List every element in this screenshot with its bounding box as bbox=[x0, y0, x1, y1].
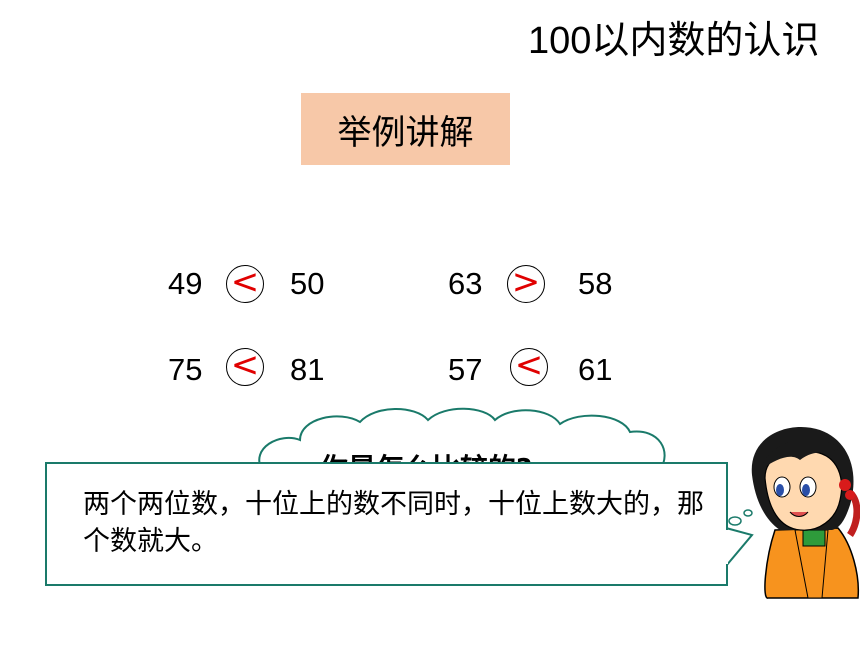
comparison-4-left: 57 bbox=[448, 352, 483, 387]
comparison-1-right: 50 bbox=[290, 266, 325, 301]
comparison-2-left: 63 bbox=[448, 266, 483, 301]
answer-text: 两个两位数，十位上的数不同时，十位上数大的，那个数就大。 bbox=[83, 489, 704, 557]
comparison-4-symbol: < bbox=[510, 348, 548, 386]
comparison-1-left: 49 bbox=[168, 266, 203, 301]
answer-box: 两个两位数，十位上的数不同时，十位上数大的，那个数就大。 bbox=[45, 462, 728, 586]
comparison-2-right: 58 bbox=[578, 266, 613, 301]
comparison-3-left: 75 bbox=[168, 352, 203, 387]
section-badge: 举例讲解 bbox=[301, 93, 510, 165]
comparison-3-right: 81 bbox=[290, 352, 325, 387]
section-badge-label: 举例讲解 bbox=[337, 112, 474, 153]
comparison-2-symbol: > bbox=[507, 265, 545, 303]
comparison-1-symbol: < bbox=[226, 265, 264, 303]
comparison-3-symbol: < bbox=[226, 348, 264, 386]
page-title: 100以内数的认识 bbox=[528, 20, 820, 62]
comparison-4-right: 61 bbox=[578, 352, 613, 387]
